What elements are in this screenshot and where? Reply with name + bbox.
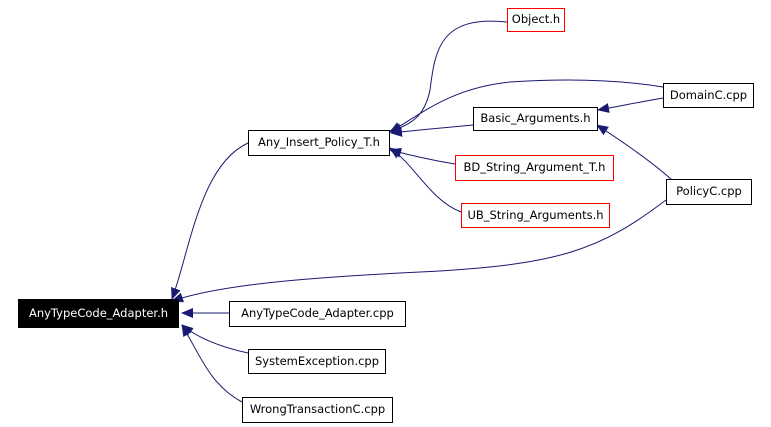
- edge-any-insert-policy-to-adapter-h: [171, 142, 249, 300]
- node-policyc-cpp[interactable]: PolicyC.cpp: [666, 179, 752, 205]
- edge-wrongtransaction-to-adapter-h: [181, 324, 243, 403]
- node-domainc-cpp[interactable]: DomainC.cpp: [663, 83, 754, 108]
- edge-policyc-to-basic-arguments: [596, 124, 673, 181]
- edge-ub-string-to-any-insert-policy: [389, 147, 462, 213]
- edge-bd-string-to-any-insert-policy: [389, 147, 456, 165]
- edge-basic-arguments-to-any-insert-policy: [390, 124, 474, 137]
- node-object-h[interactable]: Object.h: [507, 8, 565, 32]
- node-basic-arguments-h[interactable]: Basic_Arguments.h: [473, 107, 598, 131]
- node-anytypecode-adapter-h: AnyTypeCode_Adapter.h: [18, 299, 179, 328]
- node-wrongtransactionc-cpp[interactable]: WrongTransactionC.cpp: [242, 397, 393, 423]
- edge-systemexception-to-adapter-h: [181, 324, 249, 354]
- node-bd-string-argument-t-h[interactable]: BD_String_Argument_T.h: [455, 155, 614, 181]
- edge-domainc-to-basic-arguments: [597, 97, 664, 113]
- node-systemexception-cpp[interactable]: SystemException.cpp: [248, 349, 386, 374]
- edge-policyc-to-adapter-h: [171, 199, 667, 303]
- node-any-insert-policy-t-h[interactable]: Any_Insert_Policy_T.h: [248, 130, 390, 156]
- node-ub-string-arguments-h[interactable]: UB_String_Arguments.h: [461, 203, 610, 228]
- edge-object-h-to-any-insert-policy: [389, 20, 508, 133]
- edge-domainc-to-any-insert-policy: [389, 79, 664, 133]
- node-anytypecode-adapter-cpp[interactable]: AnyTypeCode_Adapter.cpp: [229, 301, 406, 327]
